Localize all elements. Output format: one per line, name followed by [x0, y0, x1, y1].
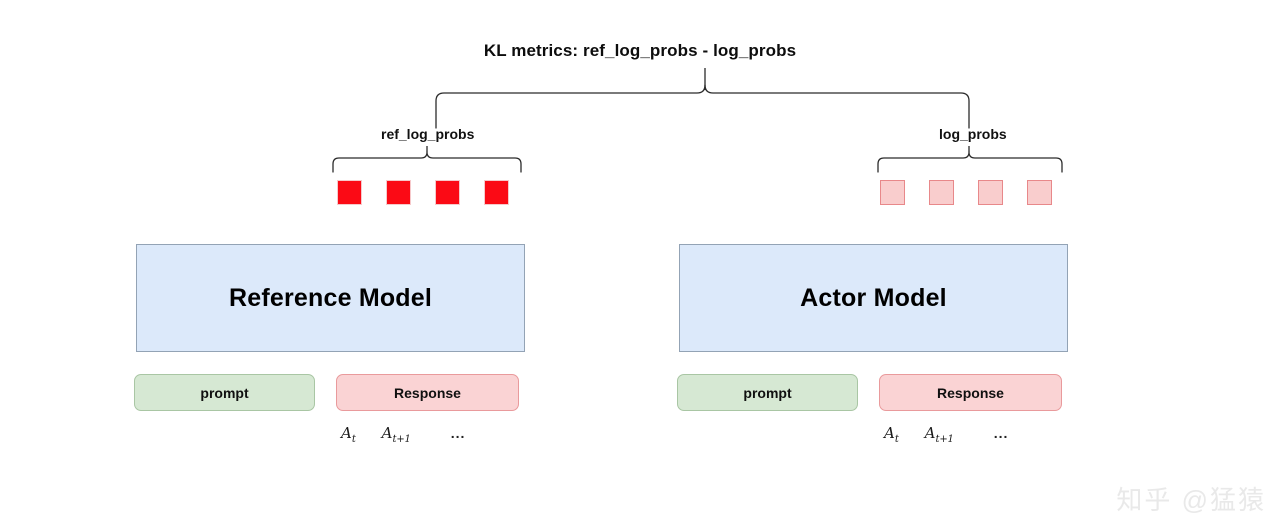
right-token-brace: [877, 151, 1063, 173]
action-token-t-symbol: A: [341, 424, 352, 442]
reference-model-label: Reference Model: [228, 283, 433, 312]
action-token-ellipsis: ...: [993, 425, 1009, 441]
actor-response-box: Response: [879, 374, 1062, 411]
watermark: 知乎 @猛猿: [1116, 485, 1266, 515]
reference-response-box: Response: [336, 374, 519, 411]
action-token-t1-subscript: t+1: [392, 434, 411, 445]
actor-token-square: [929, 180, 954, 205]
action-token-t: At: [884, 424, 899, 445]
action-token-t: At: [341, 424, 356, 445]
action-token-t-subscript: t: [351, 434, 356, 445]
action-token-t1: At+1: [925, 424, 954, 445]
action-token-t-symbol: A: [884, 424, 895, 442]
log-probs-token-row: [880, 180, 1052, 205]
ref-token-square: [386, 180, 411, 205]
actor-token-square: [880, 180, 905, 205]
branch-label-ref-log-probs: ref_log_probs: [381, 126, 475, 142]
left-token-brace: [332, 151, 522, 173]
branch-label-log-probs: log_probs: [939, 126, 1007, 142]
action-token-ellipsis: ...: [450, 425, 466, 441]
action-token-t1: At+1: [382, 424, 411, 445]
diagram-title: KL metrics: ref_log_probs - log_probs: [483, 41, 797, 60]
actor-model-box: Actor Model: [679, 244, 1068, 352]
action-token-t-subscript: t: [894, 434, 899, 445]
ref-log-probs-token-row: [337, 180, 509, 205]
top-brace: [435, 84, 970, 129]
action-token-t1-symbol: A: [924, 424, 936, 442]
reference-prompt-box: prompt: [134, 374, 315, 411]
actor-token-square: [978, 180, 1003, 205]
actor-model-label: Actor Model: [800, 283, 947, 312]
reference-model-box: Reference Model: [136, 244, 525, 352]
ref-token-square: [435, 180, 460, 205]
action-token-t1-symbol: A: [381, 424, 393, 442]
ref-token-square: [337, 180, 362, 205]
action-token-t1-subscript: t+1: [935, 434, 954, 445]
ref-token-square: [484, 180, 509, 205]
actor-prompt-box: prompt: [677, 374, 858, 411]
actor-token-square: [1027, 180, 1052, 205]
